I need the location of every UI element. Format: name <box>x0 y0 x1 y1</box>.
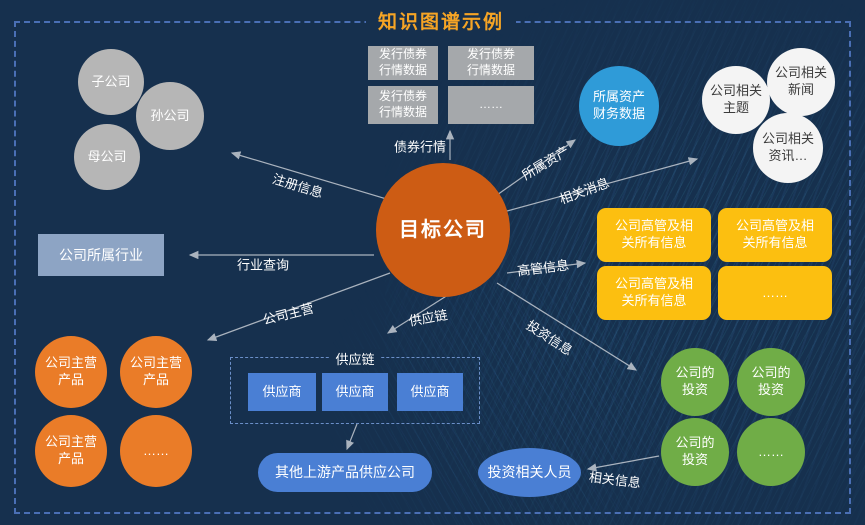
node-bond-quote-data-more: …… <box>448 86 534 124</box>
node-grandchild-company: 孙公司 <box>136 82 204 150</box>
node-company-information: 公司相关 资讯… <box>753 113 823 183</box>
node-asset-finance-data: 所属资产 财务数据 <box>579 66 659 146</box>
node-company-news: 公司相关 新闻 <box>767 48 835 116</box>
node-company-investment-3: 公司的 投资 <box>661 418 729 486</box>
node-bond-quote-data-3: 发行债券 行情数据 <box>368 86 438 124</box>
edge-label-bond-quote: 债券行情 <box>393 139 447 155</box>
node-bond-quote-data-1: 发行债券 行情数据 <box>368 46 438 80</box>
node-supplier-1: 供应商 <box>248 373 316 411</box>
node-executive-info-2: 公司高管及相 关所有信息 <box>718 208 832 262</box>
node-executive-info-3: 公司高管及相 关所有信息 <box>597 266 711 320</box>
node-company-investment-1: 公司的 投资 <box>661 348 729 416</box>
node-parent-company: 母公司 <box>74 124 140 190</box>
node-main-product-1: 公司主营 产品 <box>35 336 107 408</box>
node-main-product-3: 公司主营 产品 <box>35 415 107 487</box>
node-executive-info-more: …… <box>718 266 832 320</box>
node-main-product-more: …… <box>120 415 192 487</box>
edge-label-industry-query: 行业查询 <box>236 257 290 273</box>
node-company-topics: 公司相关 主题 <box>702 66 770 134</box>
node-investment-related-person: 投资相关人员 <box>478 448 581 497</box>
supply-chain-group: 供应链 <box>230 349 480 424</box>
supply-chain-group-title: 供应链 <box>329 349 381 368</box>
node-company-investment-2: 公司的 投资 <box>737 348 805 416</box>
diagram-title: 知识图谱示例 <box>365 7 517 34</box>
node-target-company: 目标公司 <box>376 163 510 297</box>
node-subsidiary-company: 子公司 <box>78 49 144 115</box>
node-company-industry: 公司所属行业 <box>38 234 164 276</box>
node-supplier-2: 供应商 <box>322 373 388 411</box>
node-main-product-2: 公司主营 产品 <box>120 336 192 408</box>
node-upstream-supply-company: 其他上游产品供应公司 <box>258 453 432 492</box>
node-bond-quote-data-2: 发行债券 行情数据 <box>448 46 534 80</box>
node-supplier-3: 供应商 <box>397 373 463 411</box>
node-executive-info-1: 公司高管及相 关所有信息 <box>597 208 711 262</box>
node-company-investment-more: …… <box>737 418 805 486</box>
